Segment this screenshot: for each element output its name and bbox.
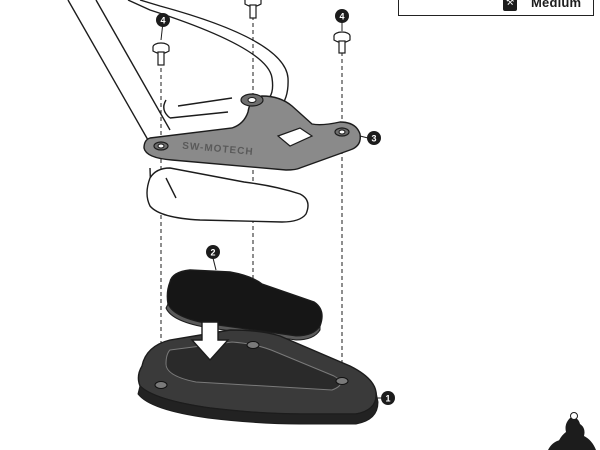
callout-2-label: 2 (210, 248, 215, 258)
base-plate (137, 329, 379, 425)
rubber-pad (165, 269, 323, 341)
stand-foot (146, 167, 309, 223)
mounting-bracket: SW-MOTECH (143, 93, 361, 171)
screw-right (333, 31, 351, 54)
rider-logo-icon (548, 412, 596, 450)
callout-3: 3 (359, 131, 381, 145)
wrench-icon: ⚒ (503, 0, 517, 11)
difficulty-label: Medium (531, 0, 582, 10)
screw-center (244, 0, 262, 19)
callout-4-left: 4 (156, 13, 170, 41)
difficulty-badge: ⚒ Medium (398, 0, 594, 16)
callout-4-left-label: 4 (160, 16, 165, 26)
assembly-direction-arrow-icon (190, 321, 230, 362)
screw-left (152, 42, 170, 66)
callout-3-label: 3 (371, 134, 376, 144)
callout-4-right-label: 4 (339, 12, 344, 22)
callout-1: 1 (376, 391, 395, 405)
callout-1-label: 1 (385, 394, 390, 404)
callout-4-right: 4 (335, 9, 349, 31)
callout-2: 2 (206, 245, 220, 271)
